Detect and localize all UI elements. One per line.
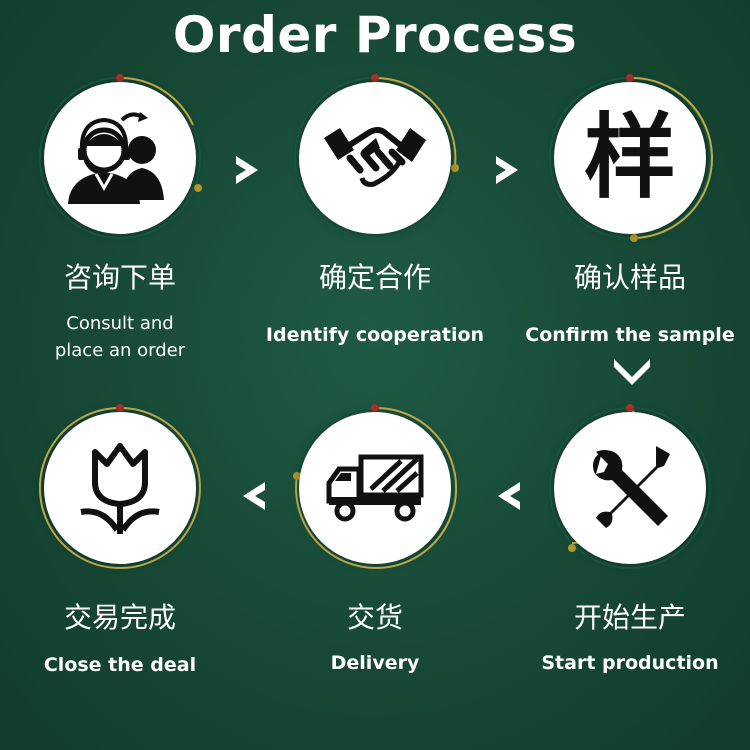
step-title-cn: 开始生产 xyxy=(573,601,686,634)
tools-icon xyxy=(593,446,670,528)
progress-ring xyxy=(38,404,201,569)
progress-ring xyxy=(294,74,459,239)
step-title-en: Delivery xyxy=(330,652,420,674)
page-title: Order Process xyxy=(172,6,578,64)
step-title-en: Start production xyxy=(541,652,719,674)
progress-ring xyxy=(39,74,202,239)
step-title-en: Confirm the sample xyxy=(525,324,735,346)
icon-disc xyxy=(554,412,706,564)
progress-ring xyxy=(549,74,713,242)
icon-disc xyxy=(299,82,451,234)
chevron-left-icon xyxy=(498,482,520,510)
handshake-icon xyxy=(324,127,426,187)
step-title-cn: 确定合作 xyxy=(318,261,431,294)
tulip-icon xyxy=(80,443,160,534)
step-title-cn: 咨询下单 xyxy=(63,261,176,294)
customer-service-icon xyxy=(68,112,164,204)
step-title-en: Consult and place an order xyxy=(54,313,186,361)
icon-disc xyxy=(44,412,196,564)
icon-disc: 样 xyxy=(554,82,706,234)
chevron-down-icon xyxy=(614,359,650,385)
step-title-cn: 确认样品 xyxy=(573,261,686,294)
step-title-cn: 交易完成 xyxy=(63,601,176,634)
icon-disc xyxy=(299,412,451,564)
progress-ring xyxy=(293,404,458,569)
chevron-right-icon xyxy=(236,156,258,184)
icon-disc xyxy=(44,82,196,234)
step-title-en: Close the deal xyxy=(43,654,197,676)
step-title-cn: 交货 xyxy=(346,601,403,634)
sample-character-icon: 样 xyxy=(583,104,676,211)
chevron-left-icon xyxy=(243,482,265,510)
truck-icon xyxy=(326,454,424,522)
step-title-en: Identify cooperation xyxy=(265,324,485,346)
chevron-right-icon xyxy=(496,156,518,184)
